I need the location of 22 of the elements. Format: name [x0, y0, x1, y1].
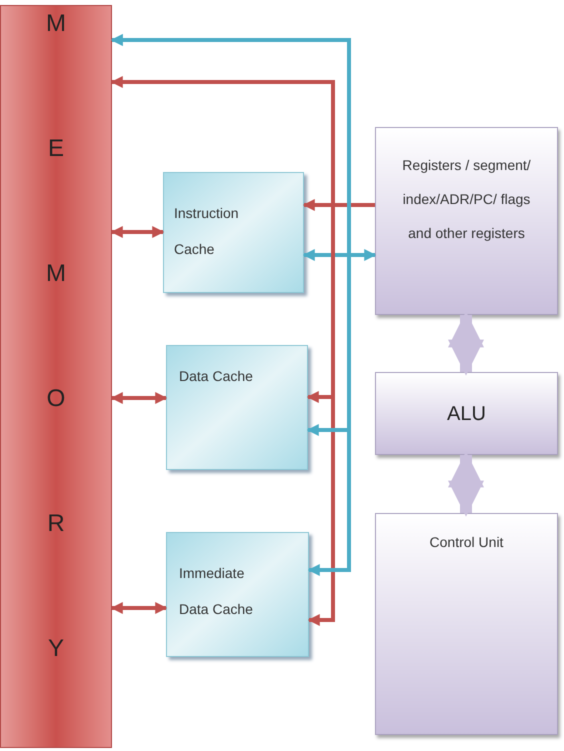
node-label: Data Cache [179, 367, 254, 386]
node-label: Immediate Data Cache [179, 564, 254, 619]
arrow [308, 203, 375, 626]
memory-bar [0, 5, 112, 748]
node-label: Control Unit [430, 533, 504, 552]
arrow [110, 602, 168, 614]
arrow [110, 226, 164, 238]
cache-box [163, 172, 304, 293]
arrow [302, 249, 376, 261]
cache-box [166, 532, 309, 657]
arrow [110, 34, 351, 576]
register-box [375, 127, 558, 315]
cache-box [166, 345, 308, 470]
arrow [448, 311, 484, 376]
arrow [110, 392, 168, 404]
node-label: ALU [447, 402, 486, 426]
node-label: Instruction Cache [174, 204, 240, 259]
node-label: Registers / segment/ index/ADR/PC/ flags and other registers [401, 156, 532, 243]
arrow [448, 451, 484, 517]
control-unit-box [375, 513, 558, 735]
alu-box [375, 372, 558, 455]
memory-label: M E M O R Y [45, 9, 67, 664]
